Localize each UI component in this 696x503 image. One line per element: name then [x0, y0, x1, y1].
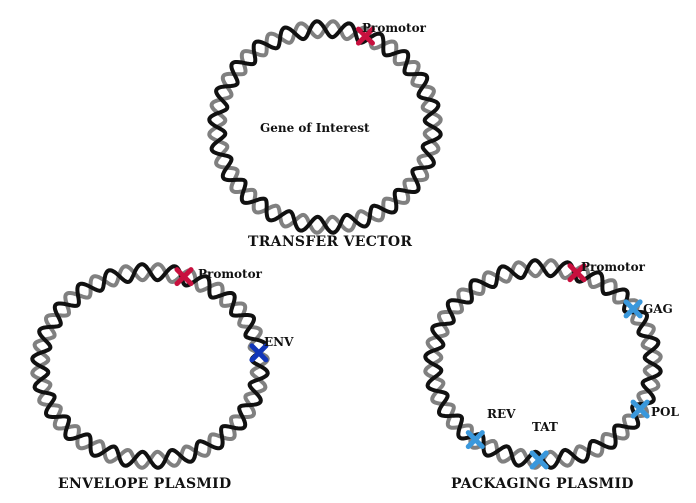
- tat-label: TAT: [532, 420, 558, 434]
- pol-label: POL: [651, 405, 679, 419]
- promotor-marker: [174, 267, 194, 287]
- env-label: ENV: [264, 335, 294, 349]
- envelope-promotor-label: Promotor: [198, 267, 263, 281]
- transfer-vector-plasmid: Gene of Interest Promotor TRANSFER VECTO…: [207, 19, 443, 250]
- envelope-plasmid-title: ENVELOPE PLASMID: [58, 476, 231, 492]
- dark-strand: [423, 258, 663, 470]
- tat-marker: [529, 450, 549, 470]
- transfer-promotor-label: Promotor: [362, 21, 427, 35]
- transfer-vector-helix: [207, 19, 443, 235]
- packaging-plasmid-helix: [423, 258, 663, 470]
- dark-strand: [30, 262, 270, 470]
- packaging-plasmid: Promotor GAG POL TAT REV PACKAGING PLASM…: [423, 258, 679, 492]
- envelope-plasmid: Promotor ENV ENVELOPE PLASMID: [30, 262, 294, 492]
- rev-label: REV: [487, 407, 516, 421]
- rev-marker: [465, 430, 485, 450]
- packaging-plasmid-title: PACKAGING PLASMID: [451, 476, 634, 492]
- gag-label: GAG: [643, 302, 673, 316]
- env-marker: [249, 343, 269, 363]
- promotor-marker: [355, 26, 375, 46]
- pol-marker: [630, 399, 650, 419]
- promotor-marker: [567, 263, 587, 283]
- gag-marker: [623, 299, 643, 319]
- gene-of-interest-label: Gene of Interest: [260, 121, 370, 135]
- dark-strand: [207, 19, 443, 235]
- envelope-plasmid-helix: [30, 262, 270, 470]
- packaging-promotor-label: Promotor: [581, 260, 646, 274]
- transfer-vector-title: TRANSFER VECTOR: [248, 234, 412, 250]
